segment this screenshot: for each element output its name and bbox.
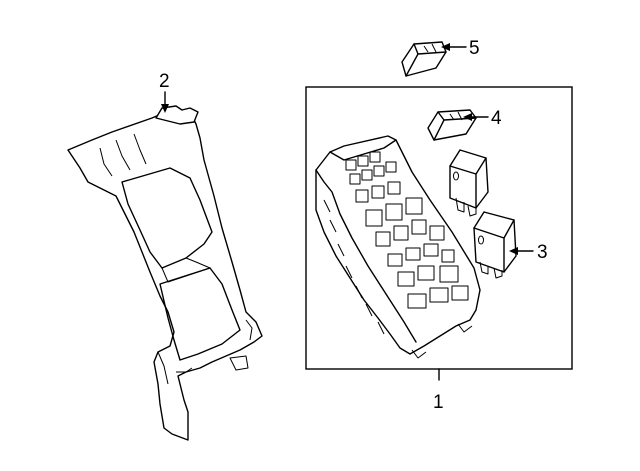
fuse-box bbox=[315, 135, 481, 359]
callout-1: 1 bbox=[433, 392, 444, 413]
leader-arrows bbox=[161, 43, 534, 255]
fuse-part-5 bbox=[401, 41, 447, 77]
callout-4: 4 bbox=[491, 108, 502, 129]
fuse-part-4 bbox=[427, 109, 477, 141]
callout-2: 2 bbox=[159, 71, 170, 92]
mounting-bracket bbox=[67, 105, 263, 441]
callout-3: 3 bbox=[537, 242, 548, 263]
relay-upper bbox=[449, 149, 489, 217]
callout-5: 5 bbox=[469, 38, 480, 59]
relay-lower bbox=[473, 211, 517, 279]
